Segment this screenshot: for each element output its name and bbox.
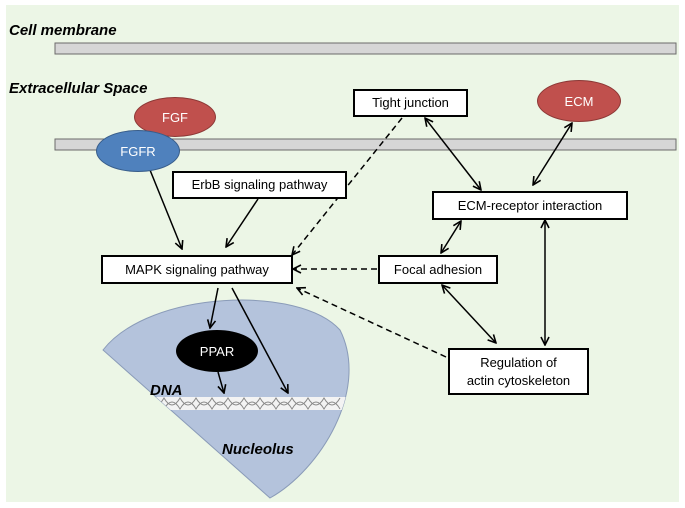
nucleolus-label: Nucleolus [222,441,294,458]
regulation-label-line2: actin cytoskeleton [466,372,571,388]
arrow-ecm-ecm-receptor [533,123,572,185]
arrow-ecm-receptor-focal-adhesion [441,221,461,253]
dna-helix-strand-b [147,401,341,411]
tight-junction-label: Tight junction [372,95,449,111]
arrow-mapk-to-dna [231,287,288,393]
tight-junction-box: Tight junction [353,89,468,117]
extracellular-space-label: Extracellular Space [9,80,148,97]
arrow-focal-adhesion-regulation [442,285,496,343]
fgf-label: FGF [162,109,188,125]
focal-adhesion-label: Focal adhesion [393,261,483,277]
focal-adhesion-box: Focal adhesion [378,255,498,284]
arrow-erbb-to-mapk [226,198,259,247]
erbb-signaling-box: ErbB signaling pathway [172,171,347,199]
ppar-label: PPAR [199,343,235,359]
dna-label: DNA [150,382,183,399]
ecm-receptor-box: ECM-receptor interaction [432,191,628,220]
ecm-node: ECM [537,80,621,122]
ecm-receptor-label: ECM-receptor interaction [457,197,603,213]
inner-membrane-bar [54,138,677,151]
dashed-arrow-regulation-to-mapk [297,288,447,358]
arrow-ppar-to-dna [217,371,224,393]
regulation-actin-box: Regulation of actin cytoskeleton [448,348,589,395]
arrow-fgfr-to-mapk [149,169,182,249]
mapk-signaling-box: MAPK signaling pathway [101,255,293,284]
dna-helix-strand-a [147,396,341,406]
fgfr-node: FGFR [96,130,180,172]
arrow-tight-junction-ecm-receptor [425,118,481,190]
cell-membrane-label: Cell membrane [9,22,117,39]
outer-membrane-bar [54,42,677,55]
ecm-label: ECM [564,93,594,109]
regulation-label-line1: Regulation of [480,354,557,370]
mapk-signaling-label: MAPK signaling pathway [125,261,269,277]
fgfr-label: FGFR [120,143,156,159]
ppar-node: PPAR [176,330,258,372]
arrow-mapk-to-ppar [210,287,219,328]
erbb-signaling-label: ErbB signaling pathway [191,177,328,193]
